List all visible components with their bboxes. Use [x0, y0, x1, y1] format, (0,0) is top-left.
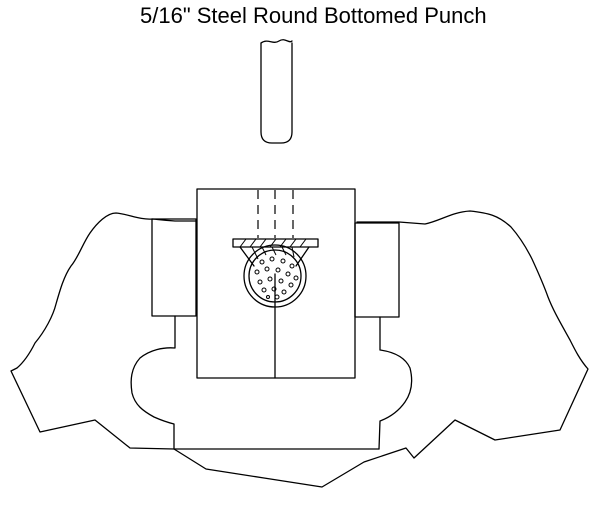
- diagram-title: 5/16" Steel Round Bottomed Punch: [140, 3, 487, 28]
- hatched-plate: [232, 238, 319, 248]
- specimen-cross-section: [243, 244, 307, 308]
- central-die-block: [196, 188, 356, 379]
- left-side-block: [151, 218, 197, 317]
- outer-clamp-outline: [10, 210, 589, 488]
- right-side-block: [354, 222, 400, 318]
- inner-cavity-outline: [130, 315, 413, 450]
- steel-punch-rod: [260, 39, 293, 144]
- punch-guide-dashes: [257, 190, 294, 238]
